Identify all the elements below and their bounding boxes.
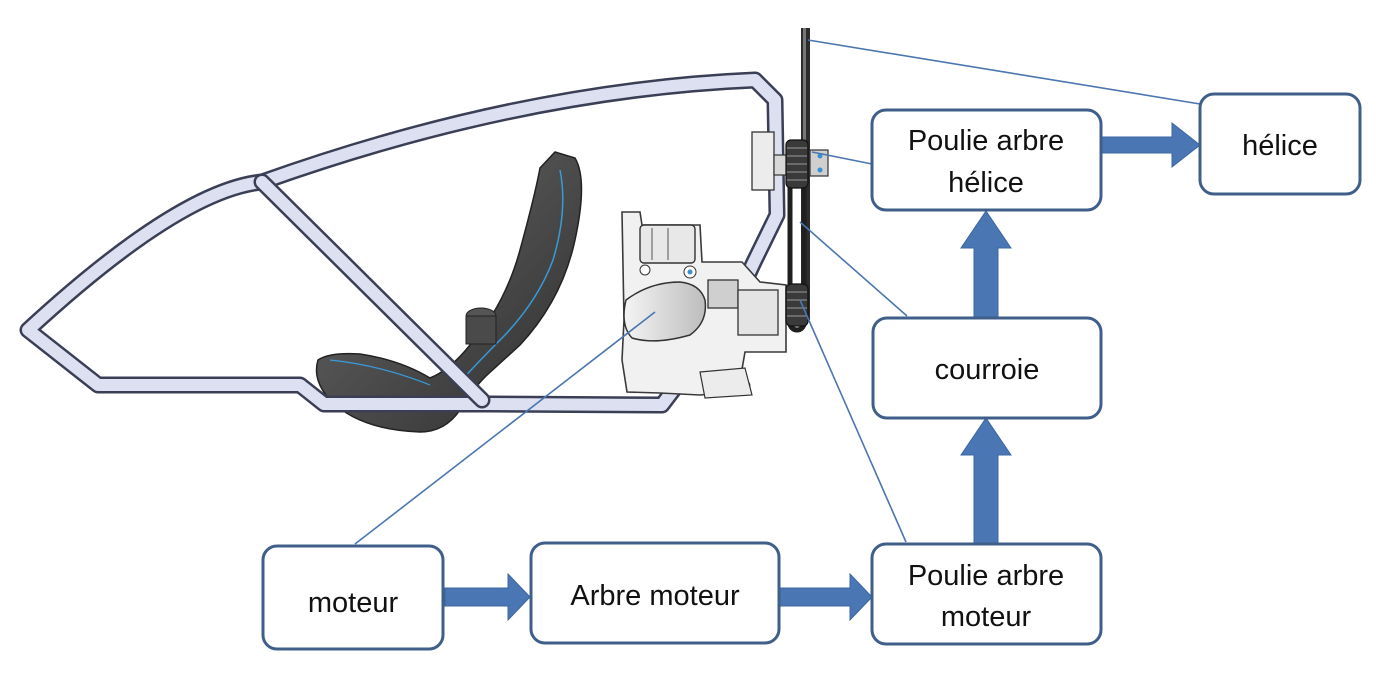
node-poulie-helice-line2: hélice [948, 167, 1024, 199]
pulley-belt-system [785, 139, 809, 333]
node-courroie: courroie [871, 316, 1103, 420]
leader-helice [807, 39, 1201, 105]
arrow-moteur-to-arbre [444, 572, 531, 622]
leader-moteur [354, 311, 656, 545]
seat [315, 151, 583, 433]
node-arbre-moteur-label: Arbre moteur [570, 580, 740, 612]
arrow-arbre-to-poulie-moteur [779, 572, 873, 622]
leader-lines [354, 39, 1201, 545]
node-boxes: moteur Arbre moteur Poulie arbre moteur … [261, 92, 1362, 651]
leader-courroie [799, 221, 908, 317]
leader-poulie-helice [811, 151, 873, 165]
vehicle-illustration [19, 28, 829, 433]
node-poulie-helice-line1: Poulie arbre [908, 125, 1064, 157]
node-poulie-helice: Poulie arbre hélice [870, 108, 1103, 212]
node-poulie-moteur: Poulie arbre moteur [870, 542, 1103, 646]
node-courroie-label: courroie [935, 354, 1040, 386]
node-helice-label: hélice [1242, 130, 1318, 162]
node-moteur-label: moteur [308, 587, 399, 619]
node-poulie-moteur-line2: moteur [941, 601, 1032, 633]
node-arbre-moteur: Arbre moteur [529, 541, 781, 645]
arrow-poulie-helice-to-helice [1100, 121, 1201, 169]
leader-poulie-moteur [799, 299, 907, 543]
arrow-courroie-to-poulie-helice [960, 210, 1012, 319]
node-poulie-moteur-line1: Poulie arbre [908, 560, 1064, 592]
roll-cage-frame [19, 71, 786, 414]
node-moteur: moteur [261, 544, 445, 651]
node-helice: hélice [1198, 92, 1362, 196]
arrow-poulie-moteur-to-courroie [960, 417, 1012, 547]
flow-arrows [444, 121, 1201, 622]
engine-assembly [621, 211, 787, 399]
